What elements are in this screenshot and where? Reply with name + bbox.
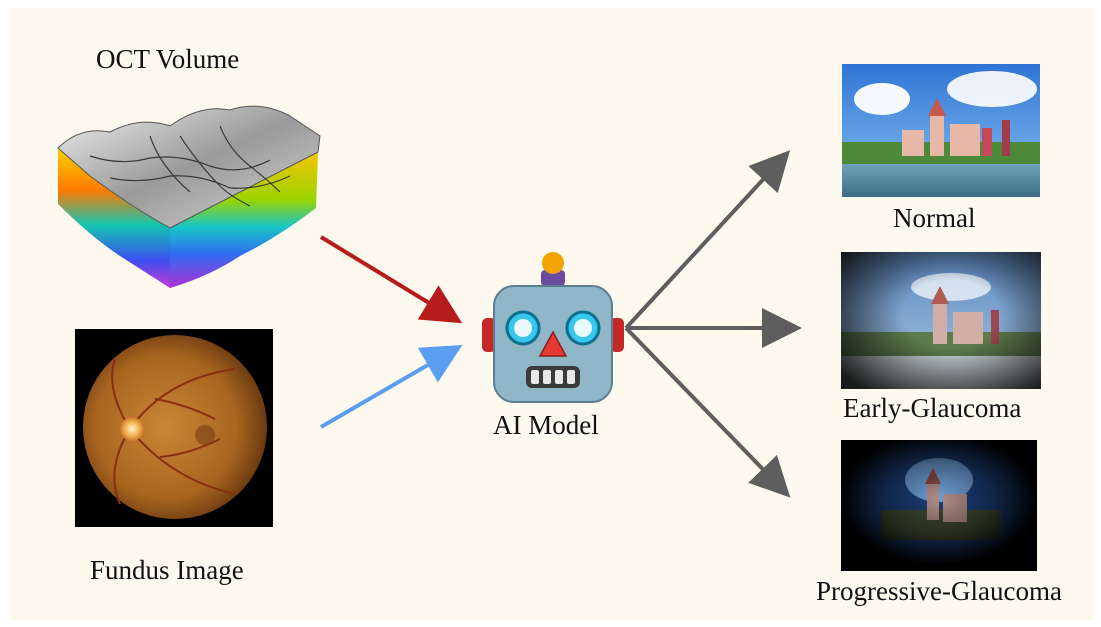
fundus-to-model-arrow [319,344,463,429]
oct-volume-image [50,96,330,306]
progressive-glaucoma-label: Progressive-Glaucoma [816,576,1062,606]
normal-label: Normal [893,203,976,233]
oct-volume-label: OCT Volume [96,44,240,74]
fundus-image-label: Fundus Image [90,555,244,585]
ai-model-label: AI Model [493,410,599,440]
robot-right-ear [610,318,624,352]
robot-antenna-ball [542,252,564,274]
robot-antenna-base [541,270,565,286]
robot-nose [538,330,568,357]
robot-left-ear [482,318,496,352]
oct-ridges [89,125,291,207]
early-glaucoma-label: Early-Glaucoma [843,393,1022,423]
optic-disc [120,417,144,441]
oct-top-surface [57,105,321,229]
model-to-normal-arrow [624,150,791,330]
macula [195,425,215,445]
oct-front-face [170,152,318,288]
oct-left-face [58,148,170,288]
oct-to-model-arrow [319,235,463,324]
arrows-layer [319,150,802,498]
robot-mouth [526,366,580,388]
progressive-glaucoma-image [841,440,1037,571]
normal-vision-image [842,64,1040,197]
robot-icon [478,248,628,408]
retina [83,335,267,519]
early-glaucoma-image [841,252,1041,389]
fundus-image [75,329,273,527]
model-to-progressive-arrow [624,326,791,498]
diagram-canvas: OCT Volume [10,8,1094,620]
